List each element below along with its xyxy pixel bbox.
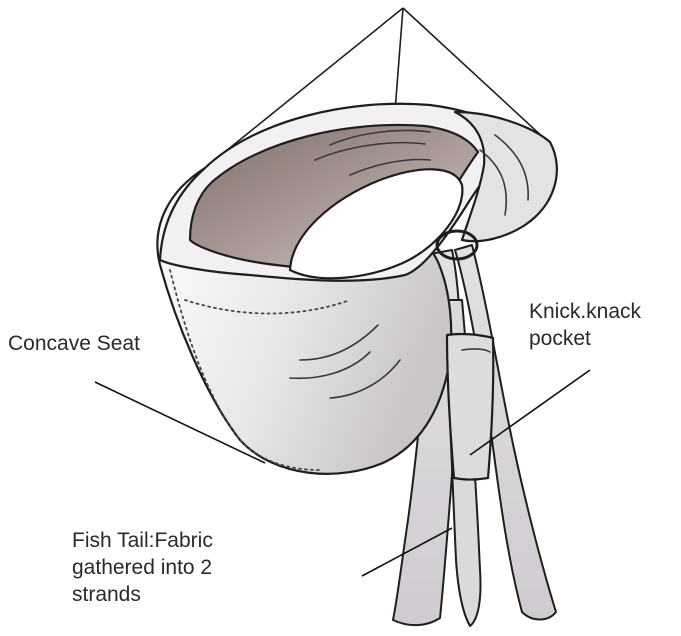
fish-tail-line1: Fish Tail:Fabric	[72, 527, 213, 554]
concave-seat-text: Concave Seat	[8, 332, 140, 355]
fish-tail-line2: gathered into 2	[72, 554, 213, 581]
knick-knack-pocket	[447, 334, 493, 480]
knick-knack-line2: pocket	[529, 325, 641, 352]
fish-tail-label: Fish Tail:Fabric gathered into 2 strands	[72, 527, 213, 608]
fish-tail-line3: strands	[72, 581, 213, 608]
concave-seat-label: Concave Seat	[8, 330, 140, 357]
knick-knack-line1: Knick.knack	[529, 298, 641, 325]
knick-knack-pocket-label: Knick.knack pocket	[529, 298, 641, 352]
